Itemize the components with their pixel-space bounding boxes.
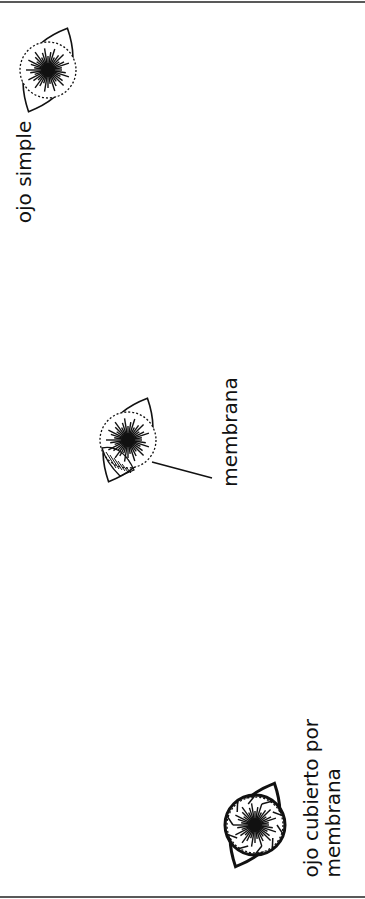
iris-stroke xyxy=(127,446,128,458)
pupil xyxy=(41,63,55,77)
iris-stroke xyxy=(26,69,42,70)
iris-stroke xyxy=(134,438,142,439)
membrane-hatch xyxy=(126,467,131,473)
eye-outline xyxy=(215,774,294,876)
membrane-hatch xyxy=(236,802,238,812)
iris-stroke xyxy=(261,823,269,824)
iris-stroke xyxy=(52,54,63,65)
pupil xyxy=(248,818,262,832)
membrane-hatch xyxy=(277,825,283,834)
part-label: membrana xyxy=(219,377,241,486)
membrane-hatch xyxy=(227,816,233,825)
iris-stroke xyxy=(261,818,276,823)
iris-stroke xyxy=(52,74,63,85)
iris-stroke xyxy=(50,76,55,91)
iris-stroke xyxy=(54,63,69,68)
iris-stroke xyxy=(256,831,257,839)
iris-stroke xyxy=(28,73,42,80)
membrane-hatch xyxy=(262,801,272,804)
iris-stroke xyxy=(252,803,255,819)
membrane-hatch xyxy=(255,846,261,854)
iris-stroke xyxy=(235,828,249,835)
iris-stroke xyxy=(233,824,249,825)
iris-stroke xyxy=(129,446,130,454)
eye-label: ojo simple xyxy=(13,121,35,223)
iris-stroke xyxy=(30,71,42,73)
eye-outline xyxy=(8,19,87,121)
iris-stroke xyxy=(235,815,249,822)
membrane xyxy=(225,795,285,855)
frame-line xyxy=(0,896,365,898)
iris-stroke xyxy=(108,430,122,437)
iris-stroke xyxy=(134,433,149,438)
iris-stroke xyxy=(125,446,128,462)
eye-outline xyxy=(88,389,167,491)
membrane-hatch xyxy=(114,458,122,470)
membrane-hatch xyxy=(110,455,119,469)
iris-stroke xyxy=(45,76,48,92)
iris-stroke xyxy=(45,48,48,64)
frame-line xyxy=(0,1,365,3)
membrane-hatch xyxy=(248,796,254,804)
iris-stroke xyxy=(132,424,143,435)
iris-stroke xyxy=(237,826,249,828)
membrane-hatch xyxy=(228,834,238,838)
iris-stroke xyxy=(254,831,255,843)
iris-stroke xyxy=(259,829,270,840)
iris-stroke xyxy=(110,441,122,443)
iris xyxy=(227,797,283,853)
iris-stroke xyxy=(125,418,128,434)
membrane-hatch xyxy=(238,846,248,849)
membrane xyxy=(102,447,134,476)
eye-label: ojo cubierto por membrana xyxy=(300,703,344,878)
iris-stroke xyxy=(130,446,135,461)
iris-stroke xyxy=(252,831,255,847)
iris-stroke xyxy=(259,809,270,820)
membrane-hatch xyxy=(272,838,274,848)
iris-stroke xyxy=(28,60,42,67)
iris-stroke xyxy=(106,439,122,440)
iris-stroke xyxy=(257,831,262,846)
leader-line xyxy=(152,462,212,478)
iris xyxy=(20,42,76,98)
iris-stroke xyxy=(54,68,62,69)
iris-stroke xyxy=(49,76,50,84)
iris-stroke xyxy=(47,76,48,88)
membrane-hatch xyxy=(273,812,283,816)
membrane-hatch xyxy=(106,452,116,468)
pupil xyxy=(121,433,135,447)
iris-stroke xyxy=(132,444,143,455)
